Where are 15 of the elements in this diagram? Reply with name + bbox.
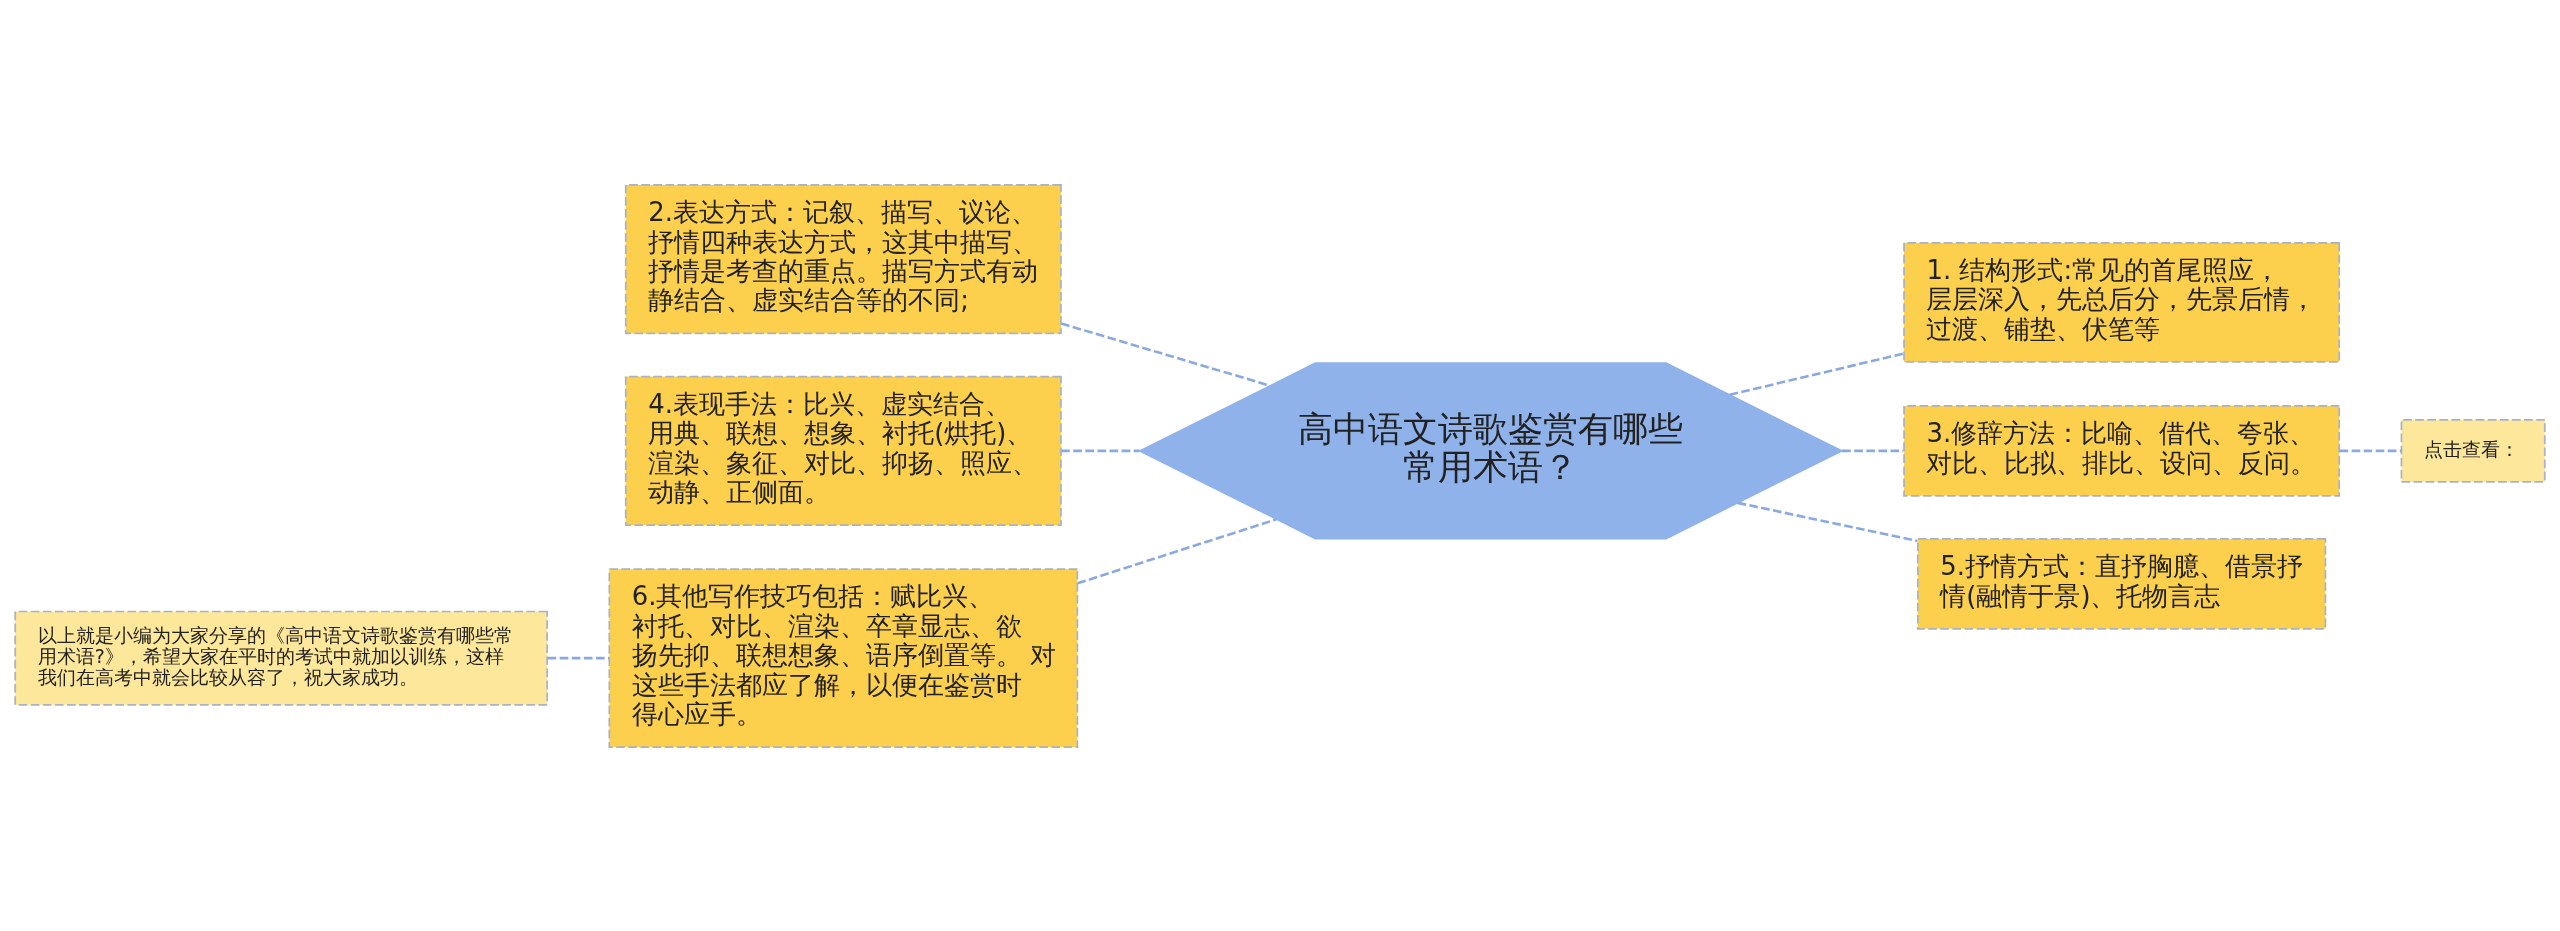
connector: [547, 656, 610, 659]
node-box: 以上就是小编为大家分享的《高中语文诗歌鉴赏有哪些常用术语?》，希望大家在平时的考试中就加以训练，这样我们在高考中就会比较从容了，祝大家成功。: [14, 610, 549, 706]
node-box: 2.表达方式：记叙、描写、议论、抒情四种表达方式，这其中描写、抒情是考查的重点。描写方式有动静结合、虚实结合等的不同;: [624, 183, 1062, 334]
node-box: 5.抒情方式：直抒胸臆、借景抒情(融情于景)、托物言志: [1917, 537, 2327, 630]
node-box: 1. 结构形式:常见的首尾照应，层层深入，先总后分，先景后情，过渡、铺垫、伏笔等: [1903, 241, 2341, 363]
connector: [2339, 449, 2402, 452]
node-box: 点击查看：: [2400, 418, 2546, 483]
connector: [1737, 501, 1918, 542]
connector: [1077, 517, 1277, 585]
connector: [1061, 449, 1140, 452]
connector: [1841, 449, 1904, 452]
node-box: 3.修辞方法：比喻、借代、夸张、对比、比拟、排比、设问、反问。: [1903, 404, 2341, 497]
node-box: 6.其他写作技巧包括：赋比兴、衬托、对比、渲染、卒章显志、欲扬先抑、联想想象、语序倒置等。 对这些手法都应了解，以便在鉴赏时得心应手。: [608, 567, 1079, 748]
connector: [1729, 351, 1904, 396]
node-box: 4.表现手法：比兴、虚实结合、用典、联想、想象、衬托(烘托)、渲染、象征、对比、抑扬、照应、动静、正侧面。: [624, 375, 1062, 526]
